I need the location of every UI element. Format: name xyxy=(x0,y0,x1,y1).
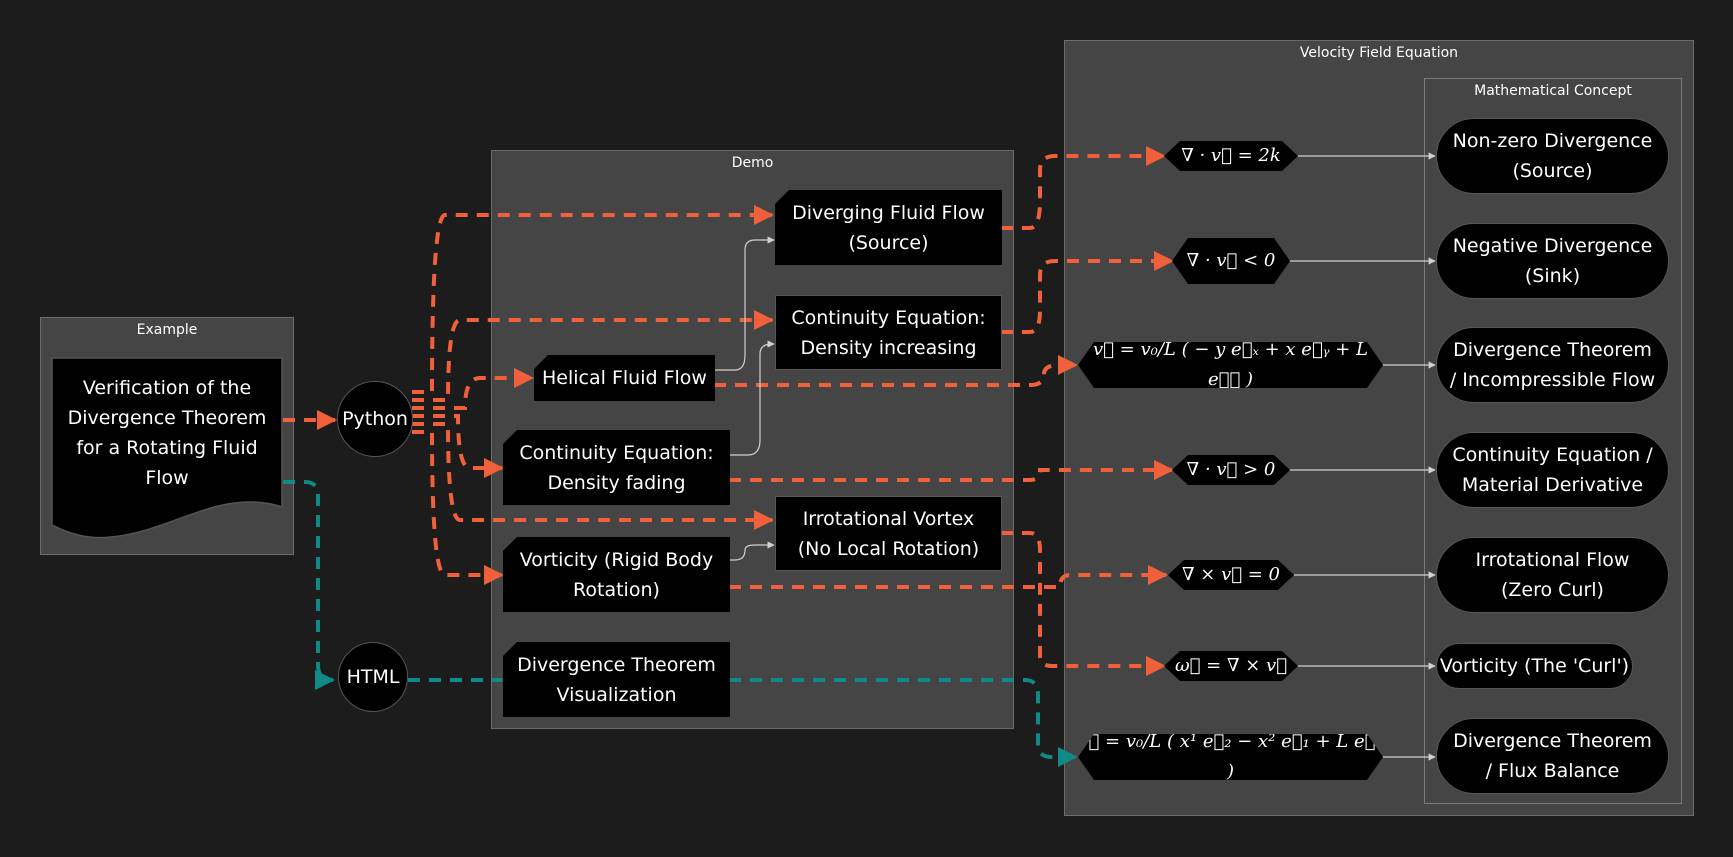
edge-python-vorticity xyxy=(412,430,504,585)
equation-html-velocity[interactable]: v⃗ = v₀/L ( x¹ e⃗₂ − x² e⃗₁ + L e⃗₃ ) xyxy=(1078,731,1383,782)
continuity-density-fading-node[interactable]: Continuity Equation: Density fading xyxy=(503,430,730,505)
cluster-example-label: Example xyxy=(136,322,198,338)
equation-div-negative[interactable]: ∇ · v⃗ < 0 xyxy=(1172,238,1290,284)
concept-vorticity-curl[interactable]: Vorticity (The 'Curl') xyxy=(1436,643,1633,689)
equation-vorticity[interactable]: ω⃗ = ∇ × v⃗ xyxy=(1164,651,1298,681)
example-document-text: Verification of the Divergence Theorem f… xyxy=(67,377,267,489)
document-shape xyxy=(51,357,283,539)
example-document-node[interactable]: Verification of the Divergence Theorem f… xyxy=(51,357,283,545)
equation-div-2k[interactable]: ∇ · v⃗ = 2k xyxy=(1164,141,1298,171)
edge-python-cont-fade xyxy=(412,414,504,478)
divergence-theorem-visualization-node[interactable]: Divergence Theorem Visualization xyxy=(503,642,730,717)
diverging-fluid-flow-node[interactable]: Diverging Fluid Flow (Source) xyxy=(775,190,1002,265)
concept-negative-divergence[interactable]: Negative Divergence (Sink) xyxy=(1436,223,1669,299)
equation-div-positive[interactable]: ∇ · v⃗ > 0 xyxy=(1172,455,1290,485)
equation-curl-zero[interactable]: ∇ × v⃗ = 0 xyxy=(1168,560,1294,590)
continuity-density-increasing-node[interactable]: Continuity Equation: Density increasing xyxy=(775,295,1002,370)
cluster-demo-label: Demo xyxy=(731,155,774,171)
equation-helical-velocity[interactable]: v⃗ = v₀/L ( − y e⃗ₓ + x e⃗ᵧ + L e⃗𝓏 ) xyxy=(1078,342,1383,388)
concept-irrotational-flow[interactable]: Irrotational Flow (Zero Curl) xyxy=(1436,537,1669,613)
concept-continuity-material[interactable]: Continuity Equation / Material Derivativ… xyxy=(1436,432,1669,508)
concept-divergence-flux-balance[interactable]: Divergence Theorem / Flux Balance xyxy=(1436,718,1669,794)
cluster-math-label: Mathematical Concept xyxy=(1474,83,1632,99)
cluster-velocity-label: Velocity Field Equation xyxy=(1299,45,1459,61)
concept-nonzero-divergence[interactable]: Non-zero Divergence (Source) xyxy=(1436,118,1669,194)
html-node[interactable]: HTML xyxy=(338,642,408,712)
concept-divergence-incompressible[interactable]: Divergence Theorem / Incompressible Flow xyxy=(1436,327,1669,403)
vorticity-rigid-body-node[interactable]: Vorticity (Rigid Body Rotation) xyxy=(503,537,730,612)
irrotational-vortex-node[interactable]: Irrotational Vortex (No Local Rotation) xyxy=(775,496,1002,571)
helical-fluid-flow-node[interactable]: Helical Fluid Flow xyxy=(534,355,715,401)
python-node[interactable]: Python xyxy=(337,381,413,457)
